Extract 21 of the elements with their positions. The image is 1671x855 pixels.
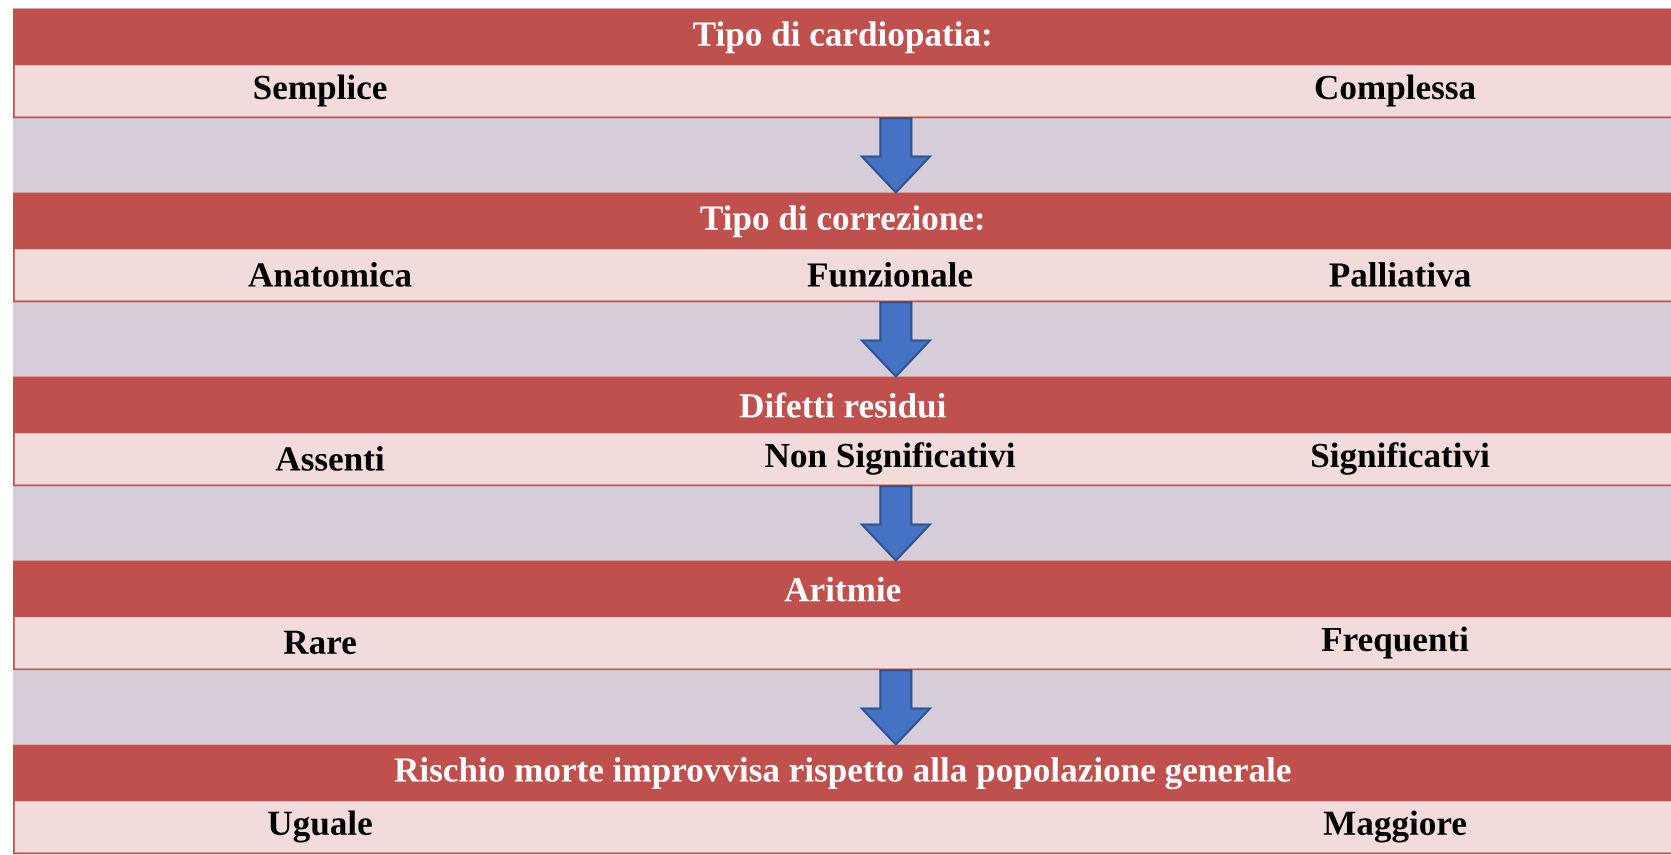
option-label: Semplice xyxy=(254,74,387,107)
block-arrow xyxy=(859,117,933,194)
header-band: Aritmie xyxy=(13,561,1671,618)
option-label: Significativi xyxy=(1312,442,1490,475)
option-label: Palliativa xyxy=(1329,262,1471,287)
header-band: Tipo di correzione: xyxy=(13,193,1671,250)
option-label: Anatomica xyxy=(248,262,412,287)
option-label: Assenti xyxy=(275,446,385,471)
block-arrow xyxy=(859,669,933,747)
block-arrow xyxy=(859,485,933,562)
option-label: Rare xyxy=(283,630,356,655)
option-label: Complessa xyxy=(1315,74,1476,107)
option-label: Frequenti xyxy=(1321,626,1469,659)
option-label: Non Significativi xyxy=(765,442,1015,475)
block-arrow xyxy=(859,301,933,379)
header-band: Tipo di cardiopatia: xyxy=(13,9,1671,66)
header-band: Difetti residui xyxy=(13,377,1671,434)
header-band: Rischio morte improvvisa rispetto alla popolazione generale xyxy=(13,745,1671,802)
option-label: Maggiore xyxy=(1323,810,1467,843)
option-label: Funzionale xyxy=(807,262,973,287)
option-label: Uguale xyxy=(268,810,372,843)
